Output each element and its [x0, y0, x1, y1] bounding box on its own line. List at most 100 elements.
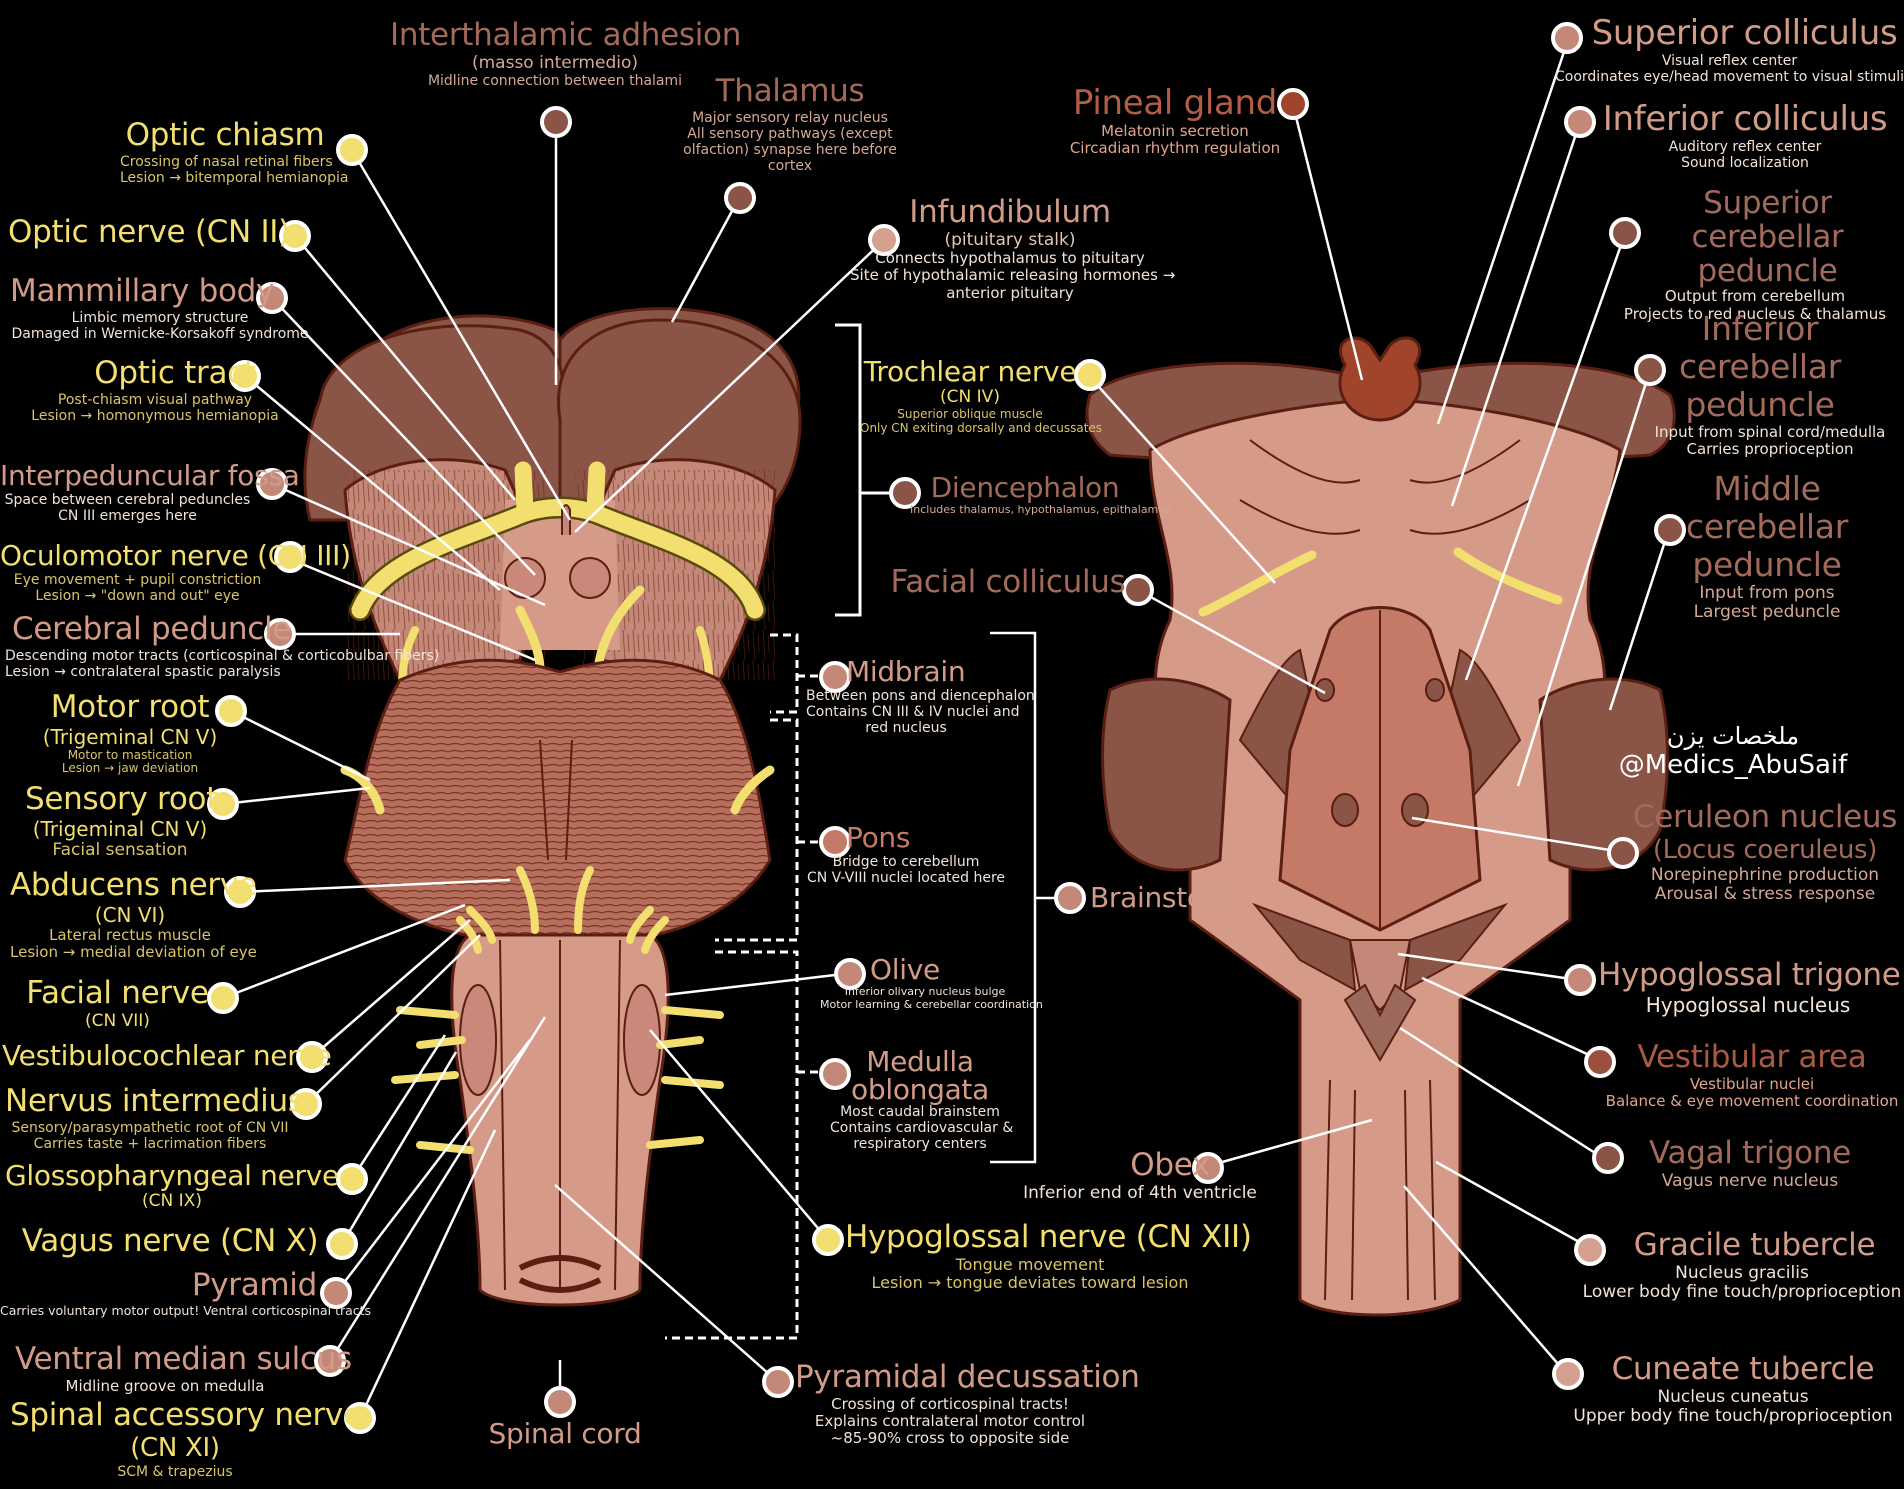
- subtitle: (CN IX): [142, 1191, 202, 1212]
- title: Optic chiasm: [125, 117, 325, 153]
- label-superior-colliculus: Superior colliculus Visual reflex center…: [1555, 13, 1904, 86]
- label-vestibulocochlear-nerve: Vestibulocochlear nerve: [2, 1039, 332, 1072]
- dot-interpeduncular-fossa: [256, 468, 288, 500]
- description: Coordinates eye/head movement to visual …: [1555, 69, 1904, 86]
- middle-cerebellar-peduncle-right: [1538, 677, 1669, 872]
- label-thalamus: Thalamus Major sensory relay nucleus All…: [680, 73, 900, 174]
- description: Most caudal brainstem: [840, 1104, 1000, 1120]
- label-diencephalon: Diencephalon Includes thalamus, hypothal…: [910, 471, 1171, 517]
- subtitle: (pituitary stalk): [944, 229, 1076, 250]
- description: Sound localization: [1681, 155, 1809, 172]
- midbrain-bracket: [770, 633, 825, 714]
- description: ~85-90% cross to opposite side: [830, 1429, 1070, 1448]
- title: Midbrain: [846, 655, 966, 688]
- description: Norepinephrine production: [1650, 864, 1880, 885]
- description: Eye movement + pupil constriction: [13, 572, 262, 589]
- dot-cuneate-tubercle: [1552, 1358, 1584, 1390]
- description: Crossing of corticospinal tracts!: [831, 1394, 1069, 1413]
- dot-mammillary-body: [256, 282, 288, 314]
- dot-olive: [834, 958, 866, 990]
- description: SCM & trapezius: [117, 1463, 233, 1480]
- label-ceruleus-nucleus: Ceruleon nucleus (Locus coeruleus) Norep…: [1625, 799, 1904, 905]
- description: Bridge to cerebellum: [832, 854, 980, 871]
- description: Lesion → bitemporal hemianopia: [120, 169, 349, 186]
- description: Site of hypothalamic releasing hormones …: [850, 266, 1176, 285]
- dot-middle-cerebellar-peduncle: [1654, 514, 1686, 546]
- title: Obex: [1130, 1147, 1210, 1183]
- subtitle: (CN VII): [85, 1010, 150, 1031]
- dot-vestibulocochlear-nerve: [296, 1041, 328, 1073]
- title: Optic nerve (CN II): [8, 214, 290, 250]
- description: CN V-VIII nuclei located here: [806, 870, 1006, 887]
- dot-infundibulum: [868, 224, 900, 256]
- subtitle: (Locus coeruleus): [1652, 834, 1878, 865]
- label-ventral-median-sulcus: Ventral median sulcus Midline groove on …: [15, 1341, 352, 1395]
- title: Oculomotor nerve (CN III): [0, 539, 351, 572]
- description: Upper body fine touch/proprioception: [1573, 1406, 1893, 1427]
- label-cuneate-tubercle: Cuneate tubercle Nucleus cuneatus Upper …: [1562, 1351, 1904, 1427]
- dot-pyramidal-decussation: [762, 1366, 794, 1398]
- optic-nerve-left: [514, 461, 534, 519]
- dot-gracile-tubercle: [1574, 1234, 1606, 1266]
- title: Pineal gland: [1072, 83, 1278, 123]
- label-vestibular-area: Vestibular area Vestibular nuclei Balanc…: [1600, 1039, 1904, 1110]
- description: Space between cerebral peduncles: [4, 492, 251, 509]
- title: Cuneate tubercle: [1611, 1351, 1875, 1387]
- label-optic-chiasm: Optic chiasm Crossing of nasal retinal f…: [120, 117, 349, 186]
- label-pons: Pons Bridge to cerebellum CN V-VIII nucl…: [806, 821, 1006, 887]
- mammillary-body-left: [504, 557, 546, 599]
- medulla-bracket: [665, 950, 825, 1340]
- description: Inferior olivary nucleus bulge: [844, 985, 1006, 999]
- description: Lateral rectus muscle: [49, 925, 211, 944]
- title: Trochlear nerve: [863, 355, 1077, 388]
- dot-diencephalon: [889, 477, 921, 509]
- description: olfaction) synapse here before: [683, 141, 897, 158]
- description: Input from pons: [1699, 582, 1835, 603]
- label-pyramid: Pyramid Carries voluntary motor output! …: [0, 1267, 371, 1318]
- label-facial-nerve: Facial nerve (CN VII): [25, 975, 210, 1031]
- description: Lesion → "down and out" eye: [35, 588, 240, 605]
- dot-ventral-median-sulcus: [314, 1345, 346, 1377]
- basilar-sulcus: [539, 739, 573, 861]
- dot-vagal-trigone: [1592, 1142, 1624, 1174]
- title: Olive: [870, 953, 940, 986]
- pineal-gland: [1338, 336, 1422, 422]
- description: Projects to red nucleus & thalamus: [1623, 304, 1887, 323]
- dot-superior-colliculus: [1551, 22, 1583, 54]
- label-facial-colliculus: Facial colliculus: [888, 564, 1128, 601]
- dot-optic-tract: [229, 360, 261, 392]
- description: respiratory centers: [853, 1136, 987, 1153]
- title: Hypoglossal trigone: [1598, 957, 1901, 993]
- interpeduncular-area: [500, 500, 620, 650]
- dot-hypoglossal-trigone: [1564, 964, 1596, 996]
- description: Lesion → tongue deviates toward lesion: [871, 1273, 1189, 1293]
- label-motor-root: Motor root (Trigeminal CN V) Motor to ma…: [30, 689, 230, 776]
- description: Superior oblique muscle: [897, 406, 1043, 421]
- label-mammillary-body: Mammillary body Limbic memory structure …: [10, 273, 310, 342]
- middle-cerebellar-peduncle-left: [1101, 677, 1232, 872]
- title: Pons: [846, 821, 911, 854]
- dot-inferior-cerebellar-peduncle: [1634, 354, 1666, 386]
- dot-optic-chiasm: [336, 134, 368, 166]
- description: Auditory reflex center: [1668, 139, 1822, 156]
- title: Nervus intermedius: [5, 1083, 304, 1119]
- title: Motor root: [50, 689, 210, 725]
- description: Carries taste + lacrimation fibers: [33, 1135, 267, 1152]
- dorsal-view: [1085, 336, 1676, 1317]
- title: Interthalamic adhesion: [390, 17, 742, 53]
- description: Only CN exiting dorsally and decussates: [860, 420, 1103, 435]
- dot-superior-cerebellar-peduncle: [1609, 217, 1641, 249]
- title: Facial colliculus: [890, 564, 1126, 600]
- label-optic-nerve: Optic nerve (CN II): [8, 214, 290, 251]
- title: Vagal trigone: [1649, 1135, 1851, 1171]
- label-trochlear-nerve: Trochlear nerve (CN IV) Superior oblique…: [860, 355, 1103, 435]
- description: Lower body fine touch/proprioception: [1582, 1282, 1902, 1303]
- description: Lesion → medial deviation of eye: [10, 942, 257, 961]
- dot-trochlear-nerve: [1074, 359, 1106, 391]
- description: Explains contralateral motor control: [814, 1411, 1086, 1430]
- medulla-sulci: [499, 939, 621, 1291]
- title: Medulla oblongata: [851, 1045, 989, 1106]
- title: Vagus nerve (CN X): [21, 1223, 319, 1259]
- description: Hypoglossal nucleus: [1645, 992, 1851, 1017]
